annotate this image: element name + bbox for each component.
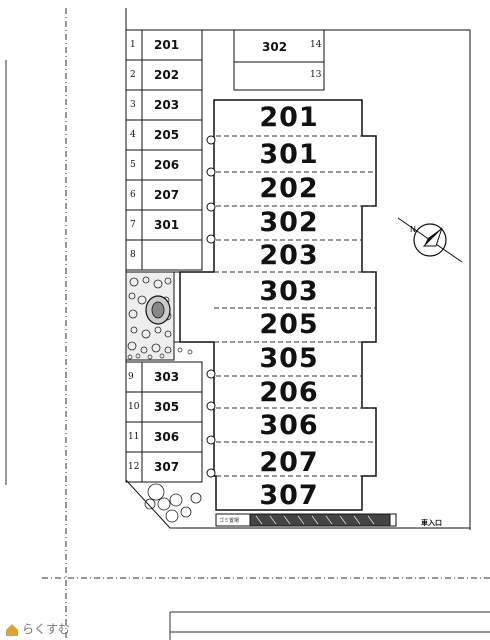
parking-slot-room: 307 xyxy=(154,460,180,474)
unit-label: 303 xyxy=(259,276,319,307)
parking-slot-number: 8 xyxy=(130,250,136,260)
unit-label: 301 xyxy=(259,139,319,170)
unit-label: 202 xyxy=(259,173,319,204)
parking-slot-number: 5 xyxy=(130,160,136,170)
bottom-planting-strip xyxy=(215,513,397,527)
parking-slot-room: 206 xyxy=(154,158,180,172)
parking-slot-room: 202 xyxy=(154,68,180,82)
site-boundary-top xyxy=(125,8,471,35)
parking-slot-number: 2 xyxy=(130,70,136,80)
watermark-house-icon xyxy=(6,624,18,636)
parking-slot-room: 201 xyxy=(154,38,180,52)
parking-slot-number: 4 xyxy=(130,130,136,140)
garden-area xyxy=(125,271,215,361)
parking-strip-top-right xyxy=(233,29,325,91)
svg-text:N: N xyxy=(410,225,416,234)
unit-label: 206 xyxy=(259,377,319,408)
unit-label: 302 xyxy=(259,207,319,238)
unit-label: 207 xyxy=(259,447,319,478)
car-entrance-label: 車入口 xyxy=(421,519,442,527)
north-arrow-icon: N xyxy=(397,217,463,263)
parking-slot-number: 7 xyxy=(130,220,136,230)
parking-slot-number: 6 xyxy=(130,190,136,200)
unit-label: 305 xyxy=(259,343,319,374)
parking-slot-room: 207 xyxy=(154,188,180,202)
parking-slot-room: 301 xyxy=(154,218,180,232)
parking-slot-number: 13 xyxy=(310,70,322,80)
parking-slot-number: 10 xyxy=(128,402,140,412)
parking-slot-number: 3 xyxy=(130,100,136,110)
parking-slot-room: 306 xyxy=(154,430,180,444)
unit-label: 307 xyxy=(259,480,319,511)
parking-strip-bottom-left xyxy=(125,361,203,483)
parking-slot-number: 1 xyxy=(130,40,136,50)
site-boundary-bottom xyxy=(125,479,470,529)
parking-slot-number: 12 xyxy=(128,462,140,472)
parking-strip-top-left xyxy=(125,29,203,271)
parking-slot-room: 203 xyxy=(154,98,180,112)
utility-meters xyxy=(206,135,216,478)
parking-slot-number: 14 xyxy=(310,40,322,50)
parking-slot-number: 9 xyxy=(128,372,134,382)
unit-label: 306 xyxy=(259,410,319,441)
watermark-text: らくすむ xyxy=(22,622,71,636)
garden-corner xyxy=(144,483,202,523)
unit-label: 205 xyxy=(259,309,319,340)
unit-label: 201 xyxy=(259,102,319,133)
unit-separators xyxy=(214,135,376,477)
unit-label: 203 xyxy=(259,240,319,271)
parking-slot-number: 11 xyxy=(128,432,140,442)
parking-slot-room: 305 xyxy=(154,400,180,414)
parking-slot-room: 303 xyxy=(154,370,180,384)
garbage-area-label: ゴミ置場 xyxy=(219,518,240,524)
parking-slot-room: 302 xyxy=(262,40,288,54)
parking-slot-room: 205 xyxy=(154,128,180,142)
